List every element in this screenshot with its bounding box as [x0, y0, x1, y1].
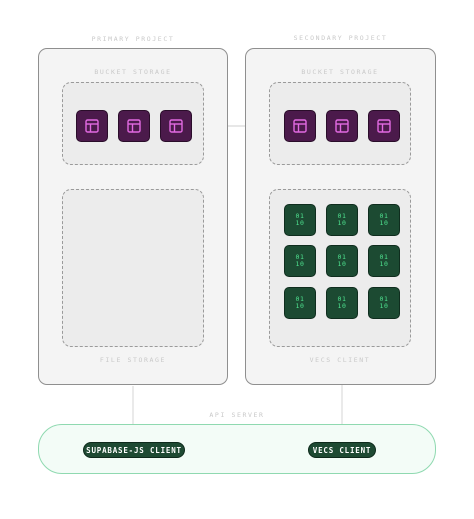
storage-tile-3 — [160, 110, 192, 142]
secondary-lower-label: VECS CLIENT — [309, 356, 371, 364]
secondary-project-title: SECONDARY PROJECT — [293, 34, 388, 42]
storage-tile-1 — [76, 110, 108, 142]
primary-bucket-label: BUCKET STORAGE — [94, 68, 172, 76]
table-icon — [127, 119, 141, 133]
storage-tile-2 — [118, 110, 150, 142]
table-icon — [85, 119, 99, 133]
storage-tile-4 — [284, 110, 316, 142]
primary-project-title: PRIMARY PROJECT — [91, 35, 175, 43]
table-icon — [293, 119, 307, 133]
vecs-client-pill[interactable]: VECS CLIENT — [308, 442, 376, 458]
primary-lower-label: FILE STORAGE — [99, 356, 167, 364]
table-icon — [335, 119, 349, 133]
primary-file-storage — [62, 189, 204, 347]
storage-tile-6 — [368, 110, 400, 142]
api-server-label: API SERVER — [209, 411, 265, 419]
secondary-bucket-label: BUCKET STORAGE — [301, 68, 379, 76]
table-icon — [169, 119, 183, 133]
table-icon — [377, 119, 391, 133]
storage-tile-5 — [326, 110, 358, 142]
supabase-js-client-pill[interactable]: SUPABASE-JS CLIENT — [83, 442, 185, 458]
